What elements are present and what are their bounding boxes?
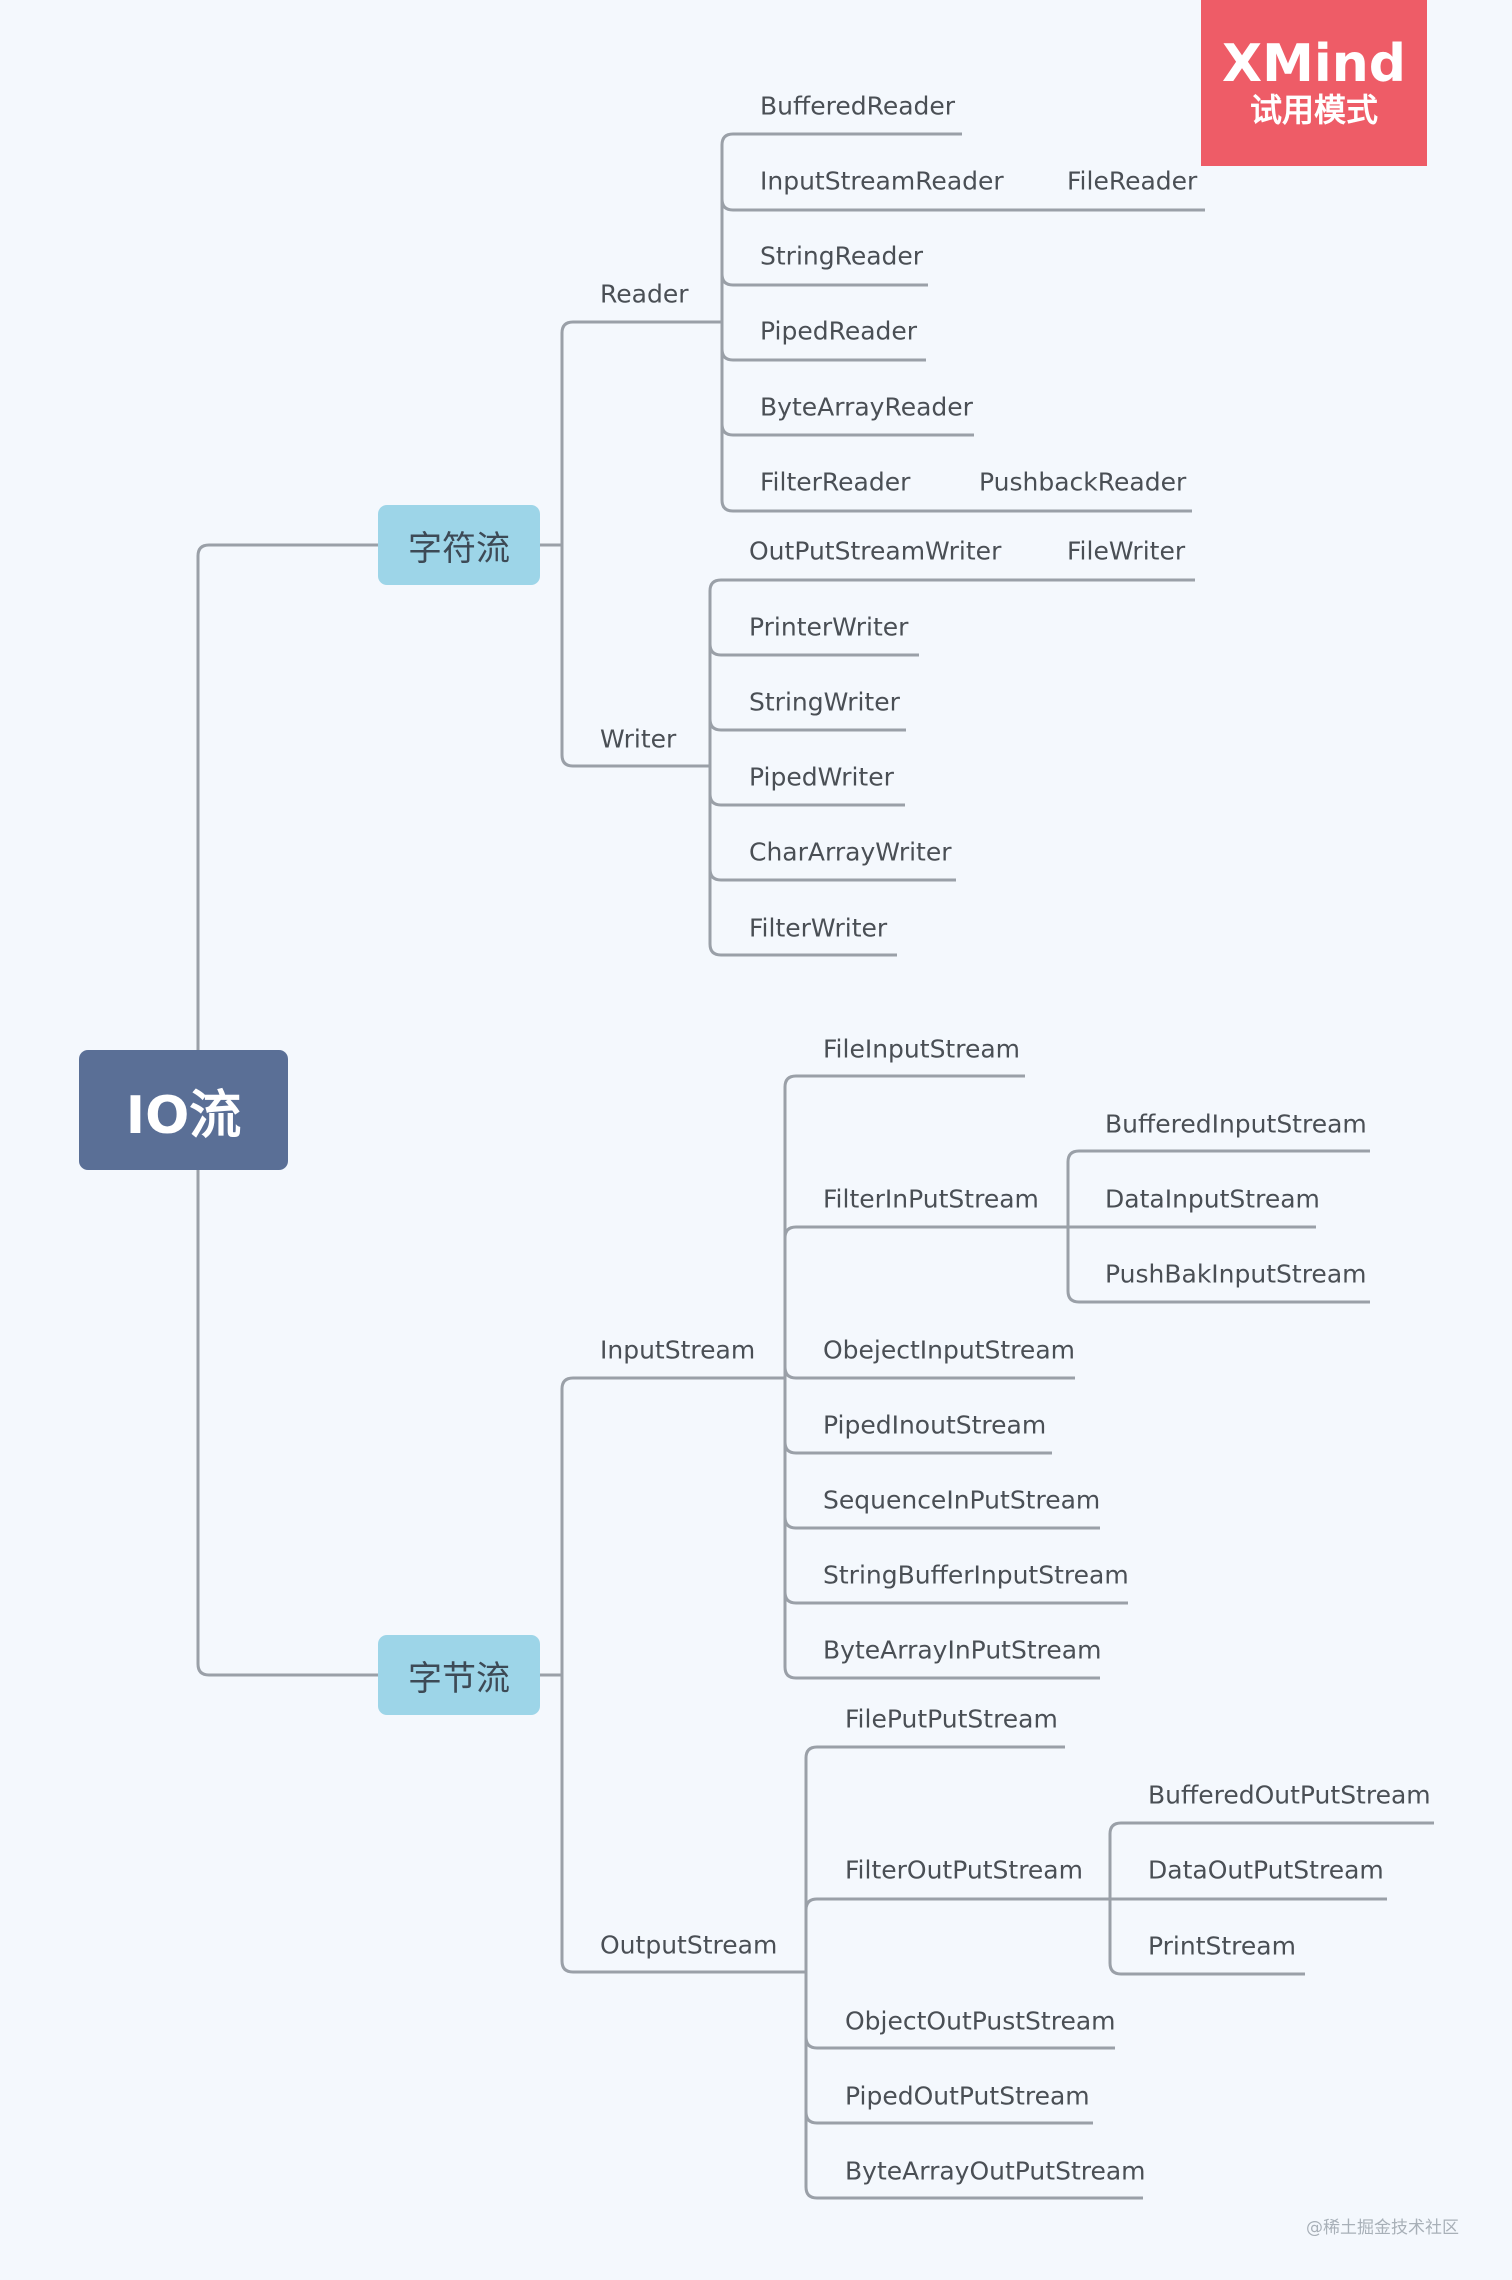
edge-character-to-writer bbox=[560, 545, 710, 768]
inputstream-grandchild-label: PushBakInputStream bbox=[1105, 1259, 1367, 1289]
edge-reader-spine bbox=[720, 132, 962, 322]
writer-child-label: CharArrayWriter bbox=[749, 837, 952, 867]
reader-child-label: PipedReader bbox=[760, 316, 918, 346]
outputstream-grandchild-label: BufferedOutPutStream bbox=[1148, 1780, 1431, 1810]
edge-writer-filterwriter bbox=[708, 869, 897, 957]
edge-writer-printerwriter bbox=[708, 643, 919, 657]
edge-root-to-character-stream bbox=[196, 543, 378, 1050]
reader-child-label: FilterReader bbox=[760, 467, 911, 497]
edge-inputstream-spine bbox=[783, 1074, 1025, 1378]
edge-writer-stringwriter bbox=[708, 718, 906, 732]
inputstream-child-label: StringBufferInputStream bbox=[823, 1560, 1129, 1590]
edge-inputstream-filterinputstream bbox=[783, 1225, 1068, 1239]
xmind-trial-badge: XMind 试用模式 bbox=[1201, 0, 1427, 166]
inputstream-grandchild-label: BufferedInputStream bbox=[1105, 1109, 1367, 1139]
writer-child-label: FilterWriter bbox=[749, 913, 888, 943]
outputstream-label: OutputStream bbox=[600, 1930, 778, 1960]
outputstream-child-label: ByteArrayOutPutStream bbox=[845, 2156, 1146, 2186]
edge-reader-bytearrayreader bbox=[720, 424, 1192, 513]
edge-writer-pipedwriter bbox=[708, 793, 905, 807]
inputstream-child-label: ObejectInputStream bbox=[823, 1335, 1075, 1365]
outputstream-grandchild-label: PrintStream bbox=[1148, 1931, 1296, 1961]
badge-title: XMind bbox=[1222, 33, 1406, 94]
writer-child-label: StringWriter bbox=[749, 687, 900, 717]
edge-reader-stringreader bbox=[720, 348, 926, 362]
outputstream-child-label: FilePutPutStream bbox=[845, 1704, 1058, 1734]
edge-filterinput-pushbakinputstream bbox=[1066, 1227, 1370, 1304]
writer-label: Writer bbox=[600, 724, 677, 754]
inputstream-child-label: FilterInPutStream bbox=[823, 1184, 1039, 1214]
reader-child-label: InputStreamReader bbox=[760, 166, 1004, 196]
reader-grandchild-label: FileReader bbox=[1067, 166, 1198, 196]
edge-byte-to-outputstream bbox=[560, 1675, 806, 1974]
edge-inputstream-pipedinoutstream bbox=[783, 1441, 1052, 1455]
edge-outputstream-bytearrayoutputstream bbox=[804, 2112, 1143, 2200]
outputstream-child-label: PipedOutPutStream bbox=[845, 2081, 1090, 2111]
reader-child-label: StringReader bbox=[760, 241, 924, 271]
reader-grandchild-label: PushbackReader bbox=[979, 467, 1187, 497]
writer-child-label: OutPutStreamWriter bbox=[749, 536, 1002, 566]
edge-reader-inputstreamreader bbox=[720, 273, 928, 287]
edge-filteroutput-printstream bbox=[1108, 1899, 1305, 1976]
inputstream-label: InputStream bbox=[600, 1335, 756, 1365]
edge-inputstream-sequenceinputstream bbox=[783, 1516, 1100, 1530]
edge-root-to-byte-stream bbox=[196, 1170, 378, 1677]
reader-child-label: ByteArrayReader bbox=[760, 392, 973, 422]
edge-outputstream-spine bbox=[804, 1745, 1065, 1972]
watermark: @稀土掘金技术社区 bbox=[1306, 2218, 1459, 2238]
edge-filterinput-spine bbox=[1066, 1149, 1370, 1227]
reader-label: Reader bbox=[600, 279, 689, 309]
outputstream-grandchild-label: DataOutPutStream bbox=[1148, 1855, 1384, 1885]
outputstream-child-label: ObjectOutPustStream bbox=[845, 2006, 1116, 2036]
root-node: IO流 bbox=[79, 1050, 288, 1170]
inputstream-child-label: FileInputStream bbox=[823, 1034, 1021, 1064]
edge-reader-bufferedreader bbox=[720, 198, 1205, 212]
inputstream-child-label: PipedInoutStream bbox=[823, 1410, 1047, 1440]
edge-outputstream-filteroutputstream bbox=[804, 1897, 1110, 1911]
inputstream-child-label: SequenceInPutStream bbox=[823, 1485, 1101, 1515]
edge-character-to-reader bbox=[540, 320, 722, 547]
edge-inputstream-bytearrayinputstream bbox=[783, 1592, 1100, 1680]
badge-subtitle: 试用模式 bbox=[1249, 91, 1378, 130]
inputstream-child-label: ByteArrayInPutStream bbox=[823, 1635, 1102, 1665]
outputstream-child-label: FilterOutPutStream bbox=[845, 1855, 1083, 1885]
edge-writer-spine bbox=[708, 578, 1195, 766]
byte-stream-node: 字节流 bbox=[378, 1635, 540, 1715]
writer-grandchild-label: FileWriter bbox=[1067, 536, 1186, 566]
writer-child-label: PrinterWriter bbox=[749, 612, 909, 642]
inputstream-grandchild-label: DataInputStream bbox=[1105, 1184, 1320, 1214]
edge-filteroutput-spine bbox=[1108, 1821, 1434, 1899]
character-stream-node: 字符流 bbox=[378, 505, 540, 585]
writer-child-label: PipedWriter bbox=[749, 762, 894, 792]
edge-byte-to-inputstream bbox=[540, 1376, 785, 1677]
edge-inputstream-objectinputstream bbox=[783, 1366, 1075, 1380]
reader-child-label: BufferedReader bbox=[760, 91, 956, 121]
edge-outputstream-objectoutpuststream bbox=[804, 2036, 1115, 2050]
